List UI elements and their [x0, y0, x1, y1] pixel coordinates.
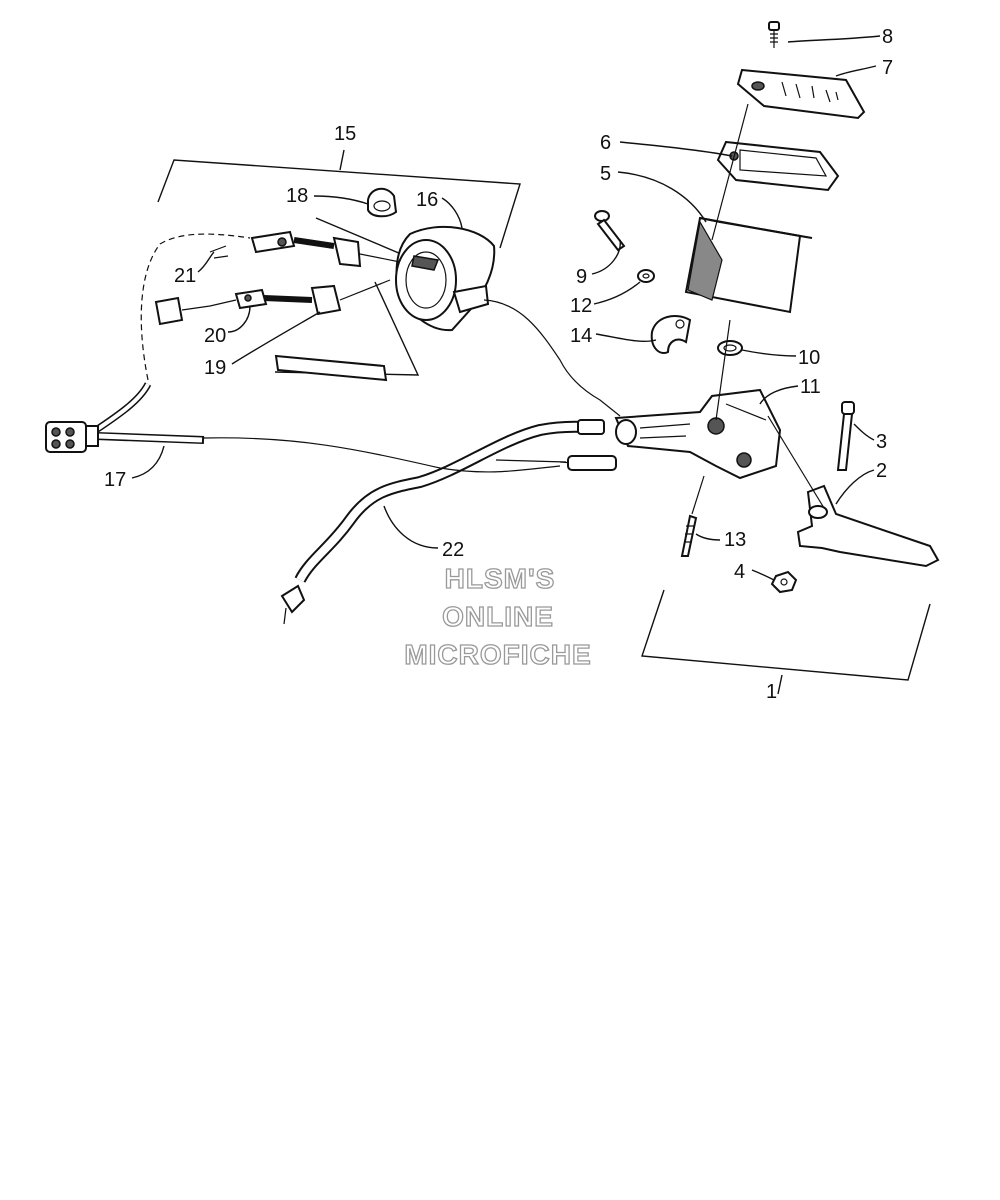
callout-19: 19: [204, 357, 226, 379]
callout-10: 10: [798, 347, 820, 369]
callout-5: 5: [600, 163, 611, 185]
callout-9: 9: [576, 266, 587, 288]
brake-lever-part-2: [767, 415, 940, 568]
callout-1: 1: [766, 681, 777, 703]
clamp-part-14: [650, 315, 692, 354]
callout-6: 6: [600, 132, 611, 154]
callout-16: 16: [416, 189, 438, 211]
switch-housing-part-16: [395, 225, 621, 417]
lower-switch-harness: [154, 279, 391, 326]
callout-20: 20: [204, 325, 226, 347]
callout-labels: 1 2 3 4 5 6 7 8 9 10 11 12 13 14 15 16 1…: [104, 26, 893, 703]
watermark-line-1: HLSM'S: [445, 563, 556, 594]
nut-part-4: [770, 570, 798, 594]
callout-11: 11: [800, 376, 821, 398]
bolt-part-3: [836, 401, 855, 471]
callout-8: 8: [882, 26, 893, 48]
callout-3: 3: [876, 431, 887, 453]
cover-plate-part-7: [736, 68, 866, 120]
group-bracket-1: [641, 589, 931, 695]
callout-13: 13: [724, 529, 746, 551]
callout-22: 22: [442, 539, 464, 561]
callout-18: 18: [286, 185, 308, 207]
callout-12: 12: [570, 295, 592, 317]
watermark: HLSM'S ONLINE MICROFICHE: [404, 562, 592, 670]
bolt-part-9: [594, 210, 626, 252]
wiring-harness-part-17: [45, 233, 561, 473]
callout-14: 14: [570, 325, 592, 347]
callout-2: 2: [876, 460, 887, 482]
master-cylinder-part-11: [614, 319, 782, 480]
sleeve-tube: [274, 354, 388, 382]
callout-7: 7: [882, 57, 893, 79]
callout-21: 21: [174, 265, 196, 287]
reservoir-part-5: [684, 103, 813, 314]
callout-4: 4: [734, 561, 745, 583]
callout-17: 17: [104, 469, 126, 491]
gasket-part-6: [716, 140, 840, 192]
washer-part-12: [637, 269, 655, 283]
upper-switch-harness: [209, 230, 401, 268]
brake-hose-part-22: [280, 419, 617, 625]
callout-15: 15: [334, 123, 356, 145]
watermark-line-2: ONLINE: [442, 601, 554, 632]
o-ring-part-10: [717, 340, 743, 356]
screw-part-13: [680, 475, 705, 557]
watermark-line-3: MICROFICHE: [404, 639, 591, 670]
grommet-part-18: [367, 187, 398, 218]
leader-lines: [131, 35, 881, 581]
screw-part-8: [768, 21, 780, 48]
